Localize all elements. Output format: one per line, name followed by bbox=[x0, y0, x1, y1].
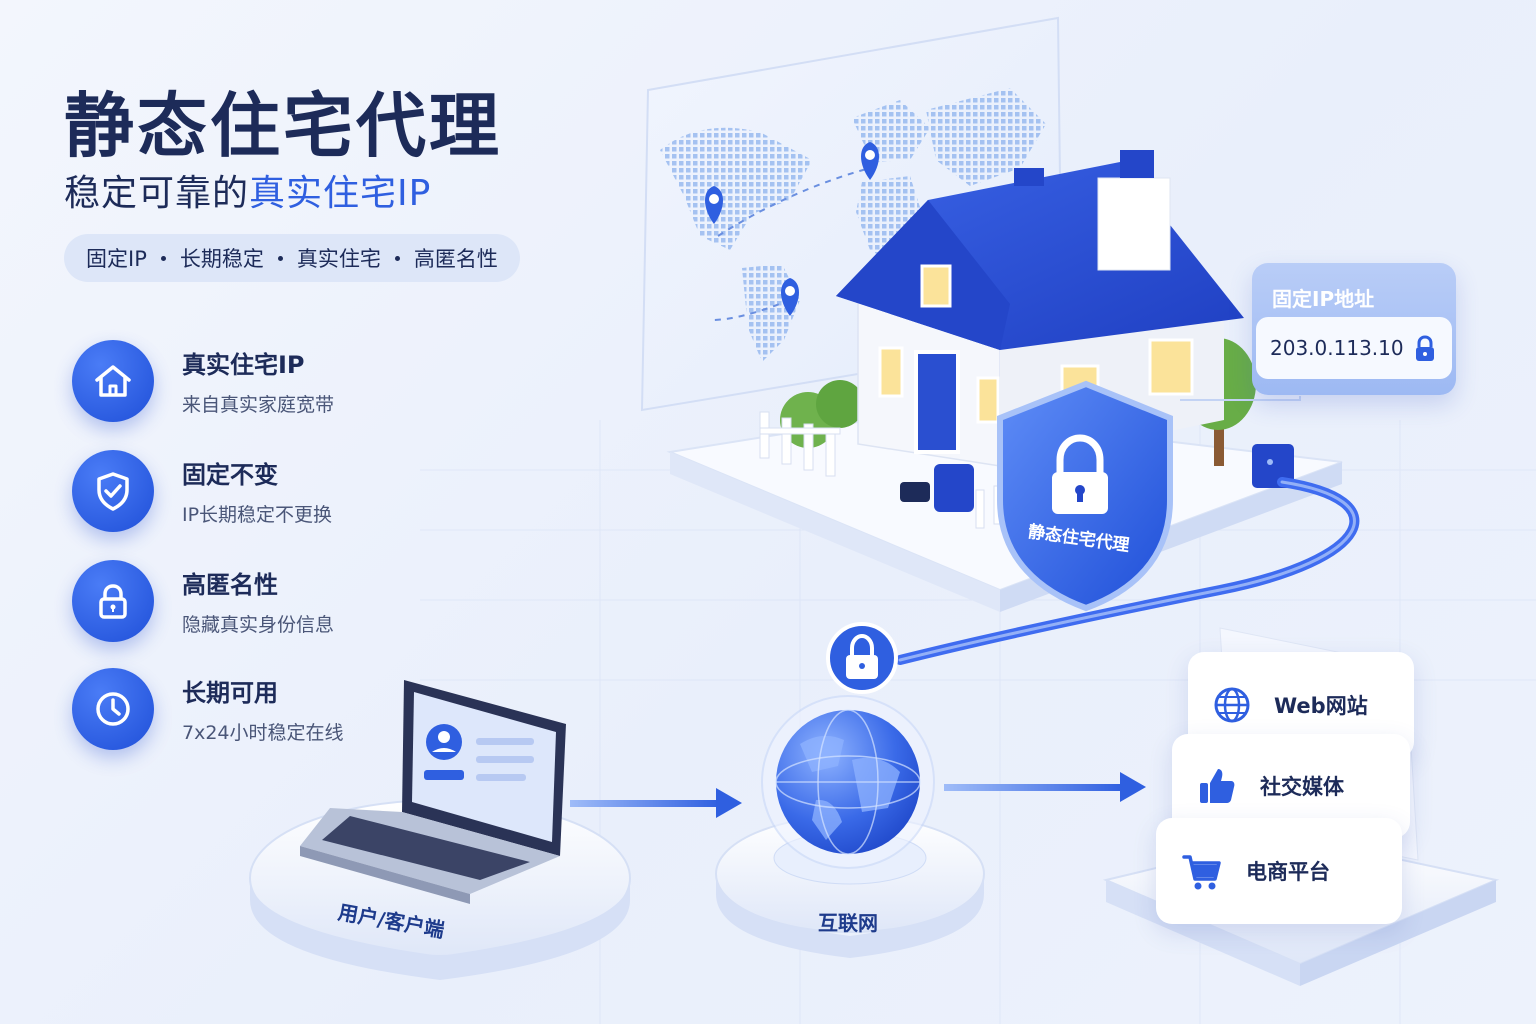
tag-item: 固定IP bbox=[86, 247, 147, 271]
feature-item: 固定不变 IP长期稳定不更换 bbox=[72, 446, 532, 536]
globe-icon bbox=[1214, 687, 1250, 723]
lock-icon bbox=[1052, 434, 1108, 514]
internet-label: 互联网 bbox=[818, 911, 878, 935]
feature-item: 高匿名性 隐藏真实身份信息 bbox=[72, 556, 532, 646]
separator-dot bbox=[160, 255, 166, 261]
tag-item: 真实住宅 bbox=[296, 247, 381, 271]
destination-label: 社交媒体 bbox=[1260, 775, 1344, 799]
separator-dot bbox=[277, 255, 283, 261]
tag-item: 长期稳定 bbox=[179, 247, 264, 271]
ip-panel-title: 固定IP地址 bbox=[1272, 287, 1375, 311]
tag-item: 高匿名性 bbox=[413, 247, 498, 271]
door bbox=[914, 350, 960, 454]
mailbox-icon bbox=[900, 464, 974, 512]
shield-icon: 静态住宅代理 bbox=[997, 380, 1173, 612]
globe-icon bbox=[761, 695, 935, 869]
subtitle-highlight: 真实住宅IP bbox=[249, 173, 432, 214]
destination-label: Web网站 bbox=[1274, 694, 1368, 718]
feature-title: 长期可用 bbox=[182, 679, 278, 707]
laptop-icon bbox=[300, 680, 566, 904]
subtitle-lead: 稳定可靠的 bbox=[64, 173, 250, 214]
lock-badge-icon bbox=[826, 622, 898, 694]
window bbox=[1148, 338, 1194, 396]
feature-title: 真实住宅IP bbox=[182, 351, 305, 379]
clock-icon bbox=[72, 668, 154, 750]
router-icon bbox=[1252, 444, 1294, 488]
window bbox=[878, 346, 904, 398]
feature-item: 真实住宅IP 来自真实家庭宽带 bbox=[72, 336, 532, 426]
window bbox=[976, 376, 1000, 424]
lock-icon bbox=[1416, 335, 1434, 361]
feature-title: 固定不变 bbox=[182, 461, 278, 489]
house-building bbox=[836, 150, 1244, 467]
feature-desc: 来自真实家庭宽带 bbox=[182, 394, 335, 416]
ip-address-value: 203.0.113.10 bbox=[1270, 336, 1404, 360]
feature-item: 长期可用 7x24小时稳定在线 bbox=[72, 664, 532, 754]
lock-icon bbox=[72, 560, 154, 642]
feature-desc: IP长期稳定不更换 bbox=[182, 504, 333, 526]
destination-label: 电商平台 bbox=[1246, 860, 1330, 884]
page-subtitle: 稳定可靠的真实住宅IP bbox=[64, 164, 431, 216]
arrow-icon bbox=[570, 788, 742, 818]
separator-dot bbox=[394, 255, 400, 261]
location-pin-icon bbox=[861, 142, 879, 180]
cart-icon bbox=[1182, 855, 1221, 890]
shield-check-icon bbox=[72, 450, 154, 532]
page-title: 静态住宅代理 bbox=[64, 85, 502, 167]
feature-title: 高匿名性 bbox=[182, 571, 278, 599]
tag-bar: 固定IP 长期稳定 真实住宅 高匿名性 bbox=[64, 234, 520, 282]
feature-desc: 7x24小时稳定在线 bbox=[182, 722, 344, 744]
destination-card-ecommerce[interactable]: 电商平台 bbox=[1156, 818, 1402, 924]
location-pin-icon bbox=[781, 278, 799, 316]
house-icon bbox=[72, 340, 154, 422]
location-pin-icon bbox=[705, 186, 723, 224]
ip-address-box: 203.0.113.10 bbox=[1256, 317, 1452, 379]
window bbox=[920, 264, 952, 308]
arrow-icon bbox=[944, 772, 1146, 802]
thumbs-up-icon bbox=[1200, 769, 1235, 803]
feature-desc: 隐藏真实身份信息 bbox=[182, 614, 335, 636]
fixed-ip-panel: 固定IP地址 203.0.113.10 bbox=[1252, 263, 1456, 395]
chimney bbox=[1097, 177, 1171, 271]
